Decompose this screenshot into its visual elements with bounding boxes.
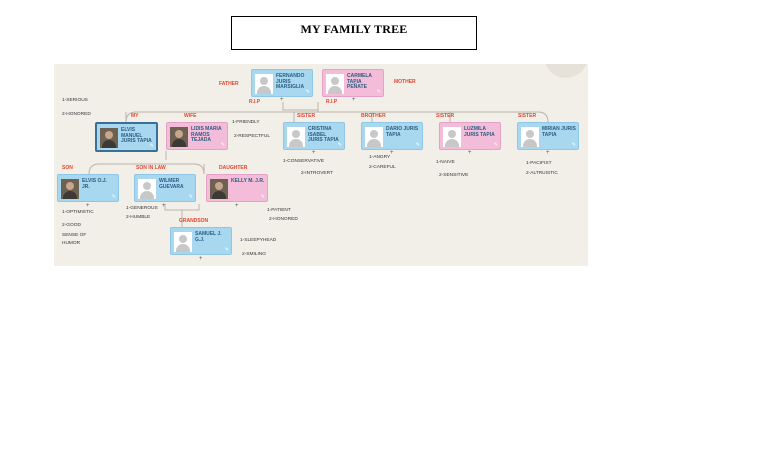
edit-icon[interactable]: ✎ xyxy=(260,194,265,200)
trait-sister2-2: 2-SENSITIVE xyxy=(439,173,469,178)
trait-grandson-2: 2-SMILING xyxy=(242,252,266,257)
person-name: ELVIS O.J. JR. xyxy=(82,178,107,190)
person-card-son[interactable]: ELVIS O.J. JR. ✎ xyxy=(57,174,119,202)
family-tree: FATHER FERNANDO JURIS MARSIGLIA ✎ + R.I.… xyxy=(54,64,588,266)
relation-label-sister1: SISTER xyxy=(297,113,316,119)
trait-wife-1: 1-FRIENDLY xyxy=(232,120,260,125)
trait-sister3-1: 1-PACIFIST xyxy=(526,161,552,166)
expand-icon[interactable]: + xyxy=(468,150,472,156)
avatar-placeholder-icon xyxy=(138,179,156,199)
edit-icon[interactable]: ✎ xyxy=(305,89,310,95)
trait-daughter-1: 1-PATIENT xyxy=(267,208,291,213)
trait-sister2-1: 1-NAIVE xyxy=(436,160,455,165)
avatar-placeholder-icon xyxy=(174,232,192,252)
edit-icon[interactable]: ✎ xyxy=(337,142,342,148)
person-card-wife[interactable]: LIDIS MARIA RAMOS TEJADA ✎ xyxy=(166,122,228,150)
trait-me-2: 2-HONORED xyxy=(62,112,91,117)
expand-icon[interactable]: + xyxy=(312,150,316,156)
tree-connectors xyxy=(88,102,549,227)
photo-me xyxy=(100,128,118,148)
title-box: MY FAMILY TREE xyxy=(231,16,477,50)
relation-label-sister3: SISTER xyxy=(518,113,537,119)
photo-son xyxy=(61,179,79,199)
edit-icon[interactable]: ✎ xyxy=(111,194,116,200)
person-name: LIDIS MARIA RAMOS TEJADA xyxy=(191,126,222,144)
edit-icon[interactable]: ✎ xyxy=(220,142,225,148)
edit-icon[interactable]: ✎ xyxy=(571,142,576,148)
relation-label-wife: WIFE xyxy=(184,113,197,119)
relation-label-mother: MOTHER xyxy=(394,79,416,85)
person-card-sister1[interactable]: CRISTINA ISABEL JURIS TAPIA ✎ xyxy=(283,122,345,150)
relation-label-me: MY xyxy=(131,113,139,119)
person-name: DARIO JURIS TAPIA xyxy=(386,126,419,138)
avatar-placeholder-icon xyxy=(287,127,305,147)
avatar-placeholder-icon xyxy=(365,127,383,147)
page-title: MY FAMILY TREE xyxy=(300,22,408,36)
person-card-son-in-law[interactable]: WILMER GUEVARA ✎ xyxy=(134,174,196,202)
person-card-sister2[interactable]: LUZMILA JURIS TAPIA ✎ xyxy=(439,122,501,150)
relation-label-daughter: DAUGHTER xyxy=(219,165,248,171)
trait-grandson-1: 1-SLEEPYHEAD xyxy=(240,238,277,243)
trait-me-1: 1-SERIOUS xyxy=(62,98,88,103)
person-name: SAMUEL J. G.J. xyxy=(195,231,222,243)
person-card-mother[interactable]: CARMELA TAPIA PEÑATE ✎ xyxy=(322,69,384,97)
edit-icon[interactable]: ✎ xyxy=(376,89,381,95)
expand-icon[interactable]: + xyxy=(546,150,550,156)
relation-label-brother: BROTHER xyxy=(361,113,386,119)
person-name: FERNANDO JURIS MARSIGLIA xyxy=(276,73,305,91)
trait-brother-2: 2-CAREFUL xyxy=(369,165,396,170)
trait-sister1-1: 1-CONSERVATIVE xyxy=(283,159,325,164)
person-card-brother[interactable]: DARIO JURIS TAPIA ✎ xyxy=(361,122,423,150)
person-name: WILMER GUEVARA xyxy=(159,178,184,190)
relation-label-grandson: GRANDSON xyxy=(179,218,209,224)
relation-label-sister2: SISTER xyxy=(436,113,455,119)
avatar-placeholder-icon xyxy=(443,127,461,147)
expand-icon[interactable]: + xyxy=(235,203,239,209)
person-card-me[interactable]: ELVIS MANUEL JURIS TAPIA ✎ xyxy=(95,122,158,152)
expand-icon[interactable]: + xyxy=(162,203,166,209)
person-name: ELVIS MANUEL JURIS TAPIA xyxy=(121,127,152,145)
expand-icon[interactable]: + xyxy=(390,150,394,156)
status-father: R.I.P xyxy=(249,99,261,105)
person-card-father[interactable]: FERNANDO JURIS MARSIGLIA ✎ xyxy=(251,69,313,97)
expand-icon[interactable]: + xyxy=(86,203,90,209)
trait-wife-2: 2-RESPECTFUL xyxy=(234,134,270,139)
decorative-circle xyxy=(544,64,588,78)
edit-icon[interactable]: ✎ xyxy=(415,142,420,148)
relation-label-son: SON xyxy=(62,165,73,171)
expand-icon[interactable]: + xyxy=(199,256,203,262)
relation-label-son-in-law: SON IN LAW xyxy=(136,165,166,171)
trait-son-2: 2-GOOD xyxy=(62,223,81,228)
person-name: KELLY M. J.R. xyxy=(231,178,265,184)
expand-icon[interactable]: + xyxy=(280,97,284,103)
trait-sister1-2: 2-INTROVERT xyxy=(301,171,333,176)
edit-icon[interactable]: ✎ xyxy=(224,247,229,253)
trait-brother-1: 1-ANGRY xyxy=(369,155,391,160)
trait-son-1: 1-OPTIMISTIC xyxy=(62,210,94,215)
trait-son-in-law-1: 1-GENEROUS xyxy=(126,206,158,211)
trait-sister3-2: 2-ALTRUISTIC xyxy=(526,171,558,176)
edit-icon[interactable]: ✎ xyxy=(188,194,193,200)
person-card-grandson[interactable]: SAMUEL J. G.J. ✎ xyxy=(170,227,232,255)
edit-icon[interactable]: ✎ xyxy=(149,143,154,149)
photo-wife xyxy=(170,127,188,147)
avatar-placeholder-icon xyxy=(326,74,344,94)
trait-daughter-2: 2-HONORED xyxy=(269,217,298,222)
avatar-placeholder-icon xyxy=(521,127,539,147)
trait-son-3: SENSE OF xyxy=(62,233,87,238)
photo-daughter xyxy=(210,179,228,199)
person-name: MIRIAN JURIS TAPIA xyxy=(542,126,576,138)
trait-son-4: HUMOR xyxy=(62,241,81,246)
person-name: CARMELA TAPIA PEÑATE xyxy=(347,73,372,91)
person-name: CRISTINA ISABEL JURIS TAPIA xyxy=(308,126,339,144)
expand-icon[interactable]: + xyxy=(352,97,356,103)
avatar-placeholder-icon xyxy=(255,74,273,94)
person-name: LUZMILA JURIS TAPIA xyxy=(464,126,495,138)
edit-icon[interactable]: ✎ xyxy=(493,142,498,148)
status-mother: R.I.P xyxy=(326,99,338,105)
trait-son-in-law-2: 2-HUMBLE xyxy=(126,215,151,220)
relation-label-father: FATHER xyxy=(219,81,239,87)
person-card-sister3[interactable]: MIRIAN JURIS TAPIA ✎ xyxy=(517,122,579,150)
person-card-daughter[interactable]: KELLY M. J.R. ✎ xyxy=(206,174,268,202)
